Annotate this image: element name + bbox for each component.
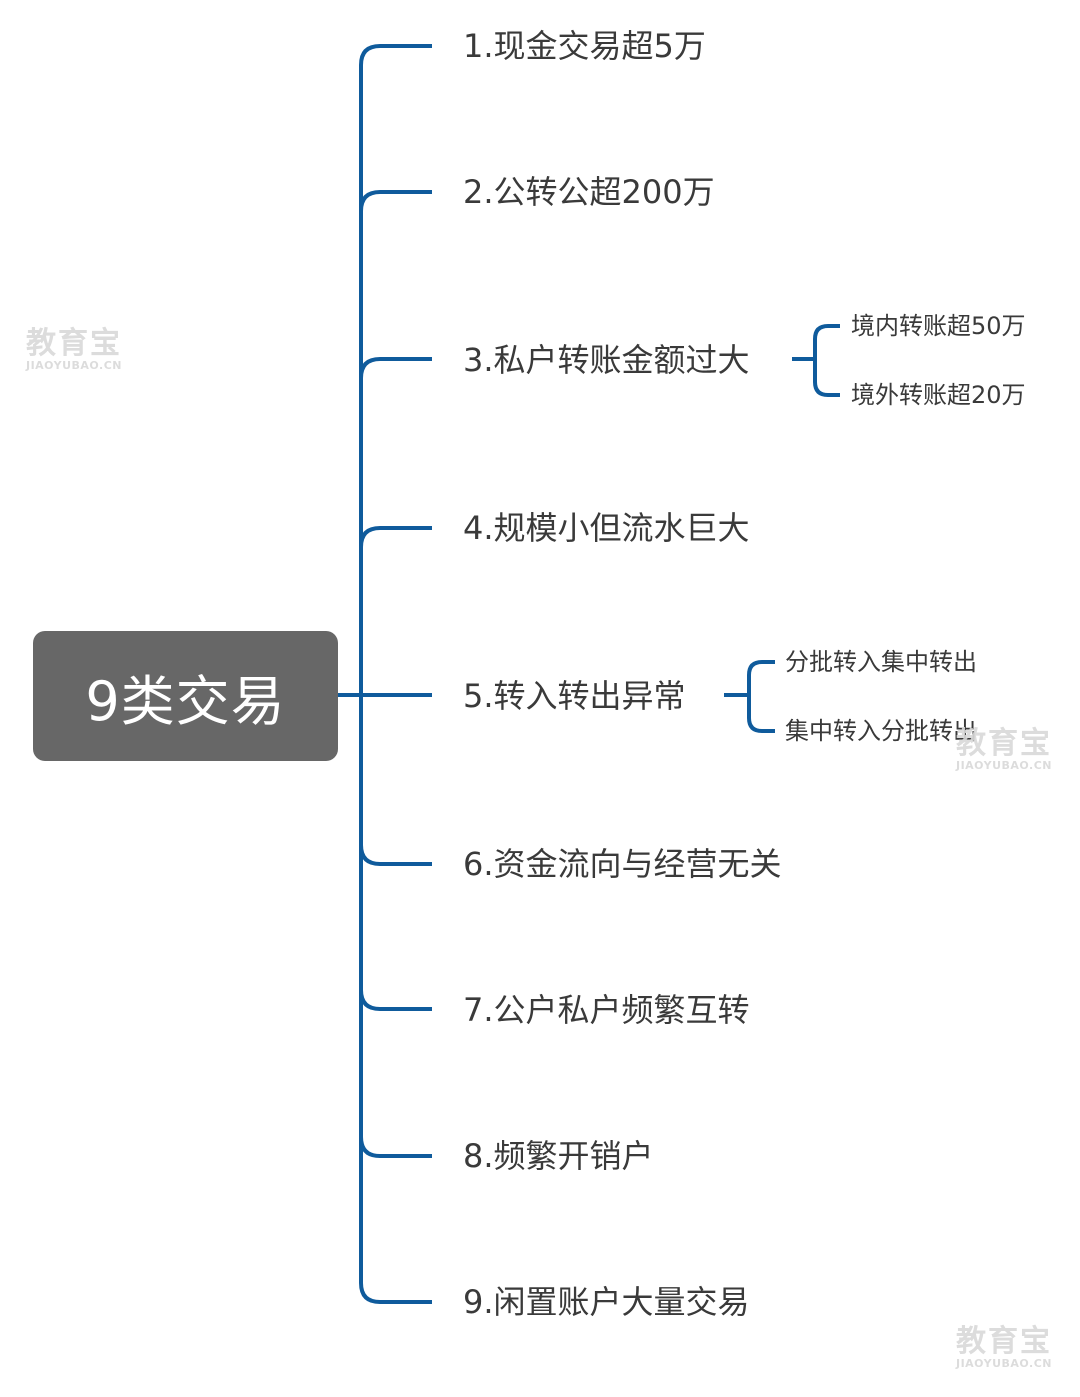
watermark-brand: 教育宝 [956,1324,1052,1359]
branch-connector-2 [359,190,432,212]
root-label: 9类交易 [85,669,286,733]
branch-connector-3 [359,357,432,379]
branch-3-child-1: 境内转账超50万 [851,312,1026,340]
main-spine [359,44,432,1304]
watermark-domain: JIAOYUBAO.CN [955,1357,1053,1370]
branch-8: 8.频繁开销户 [463,1137,654,1175]
branch-6: 6.资金流向与经营无关 [463,845,782,883]
sub-bracket-5 [724,660,775,733]
branch-connector-4 [359,526,432,548]
branch-9: 9.闲置账户大量交易 [463,1283,750,1321]
branch-5-child-2: 集中转入分批转出 [785,717,977,745]
branch-3-child-2: 境外转账超20万 [851,381,1026,409]
watermark-logo: 教育宝 JIAOYUBAO.CN [948,1326,1060,1370]
branch-1: 1.现金交易超5万 [463,27,706,65]
watermark-brand: 教育宝 [956,726,1052,761]
branch-2: 2.公转公超200万 [463,173,715,211]
branch-5-child-1: 分批转入集中转出 [785,648,977,676]
sub-bracket-3 [792,324,840,397]
watermark-logo: 教育宝 JIAOYUBAO.CN [18,328,130,372]
branch-5: 5.转入转出异常 [463,677,686,715]
branch-connector-8 [359,1136,432,1158]
watermark-domain: JIAOYUBAO.CN [955,759,1053,772]
watermark-domain: JIAOYUBAO.CN [25,359,123,372]
watermark-brand: 教育宝 [26,326,122,361]
branch-4: 4.规模小但流水巨大 [463,509,750,547]
root-node: 9类交易 [33,631,338,761]
branch-connector-7 [359,989,432,1011]
branch-connector-6 [359,844,432,866]
watermark-logo: 教育宝 JIAOYUBAO.CN [948,728,1060,772]
branch-3: 3.私户转账金额过大 [463,341,750,379]
branch-7: 7.公户私户频繁互转 [463,991,750,1029]
